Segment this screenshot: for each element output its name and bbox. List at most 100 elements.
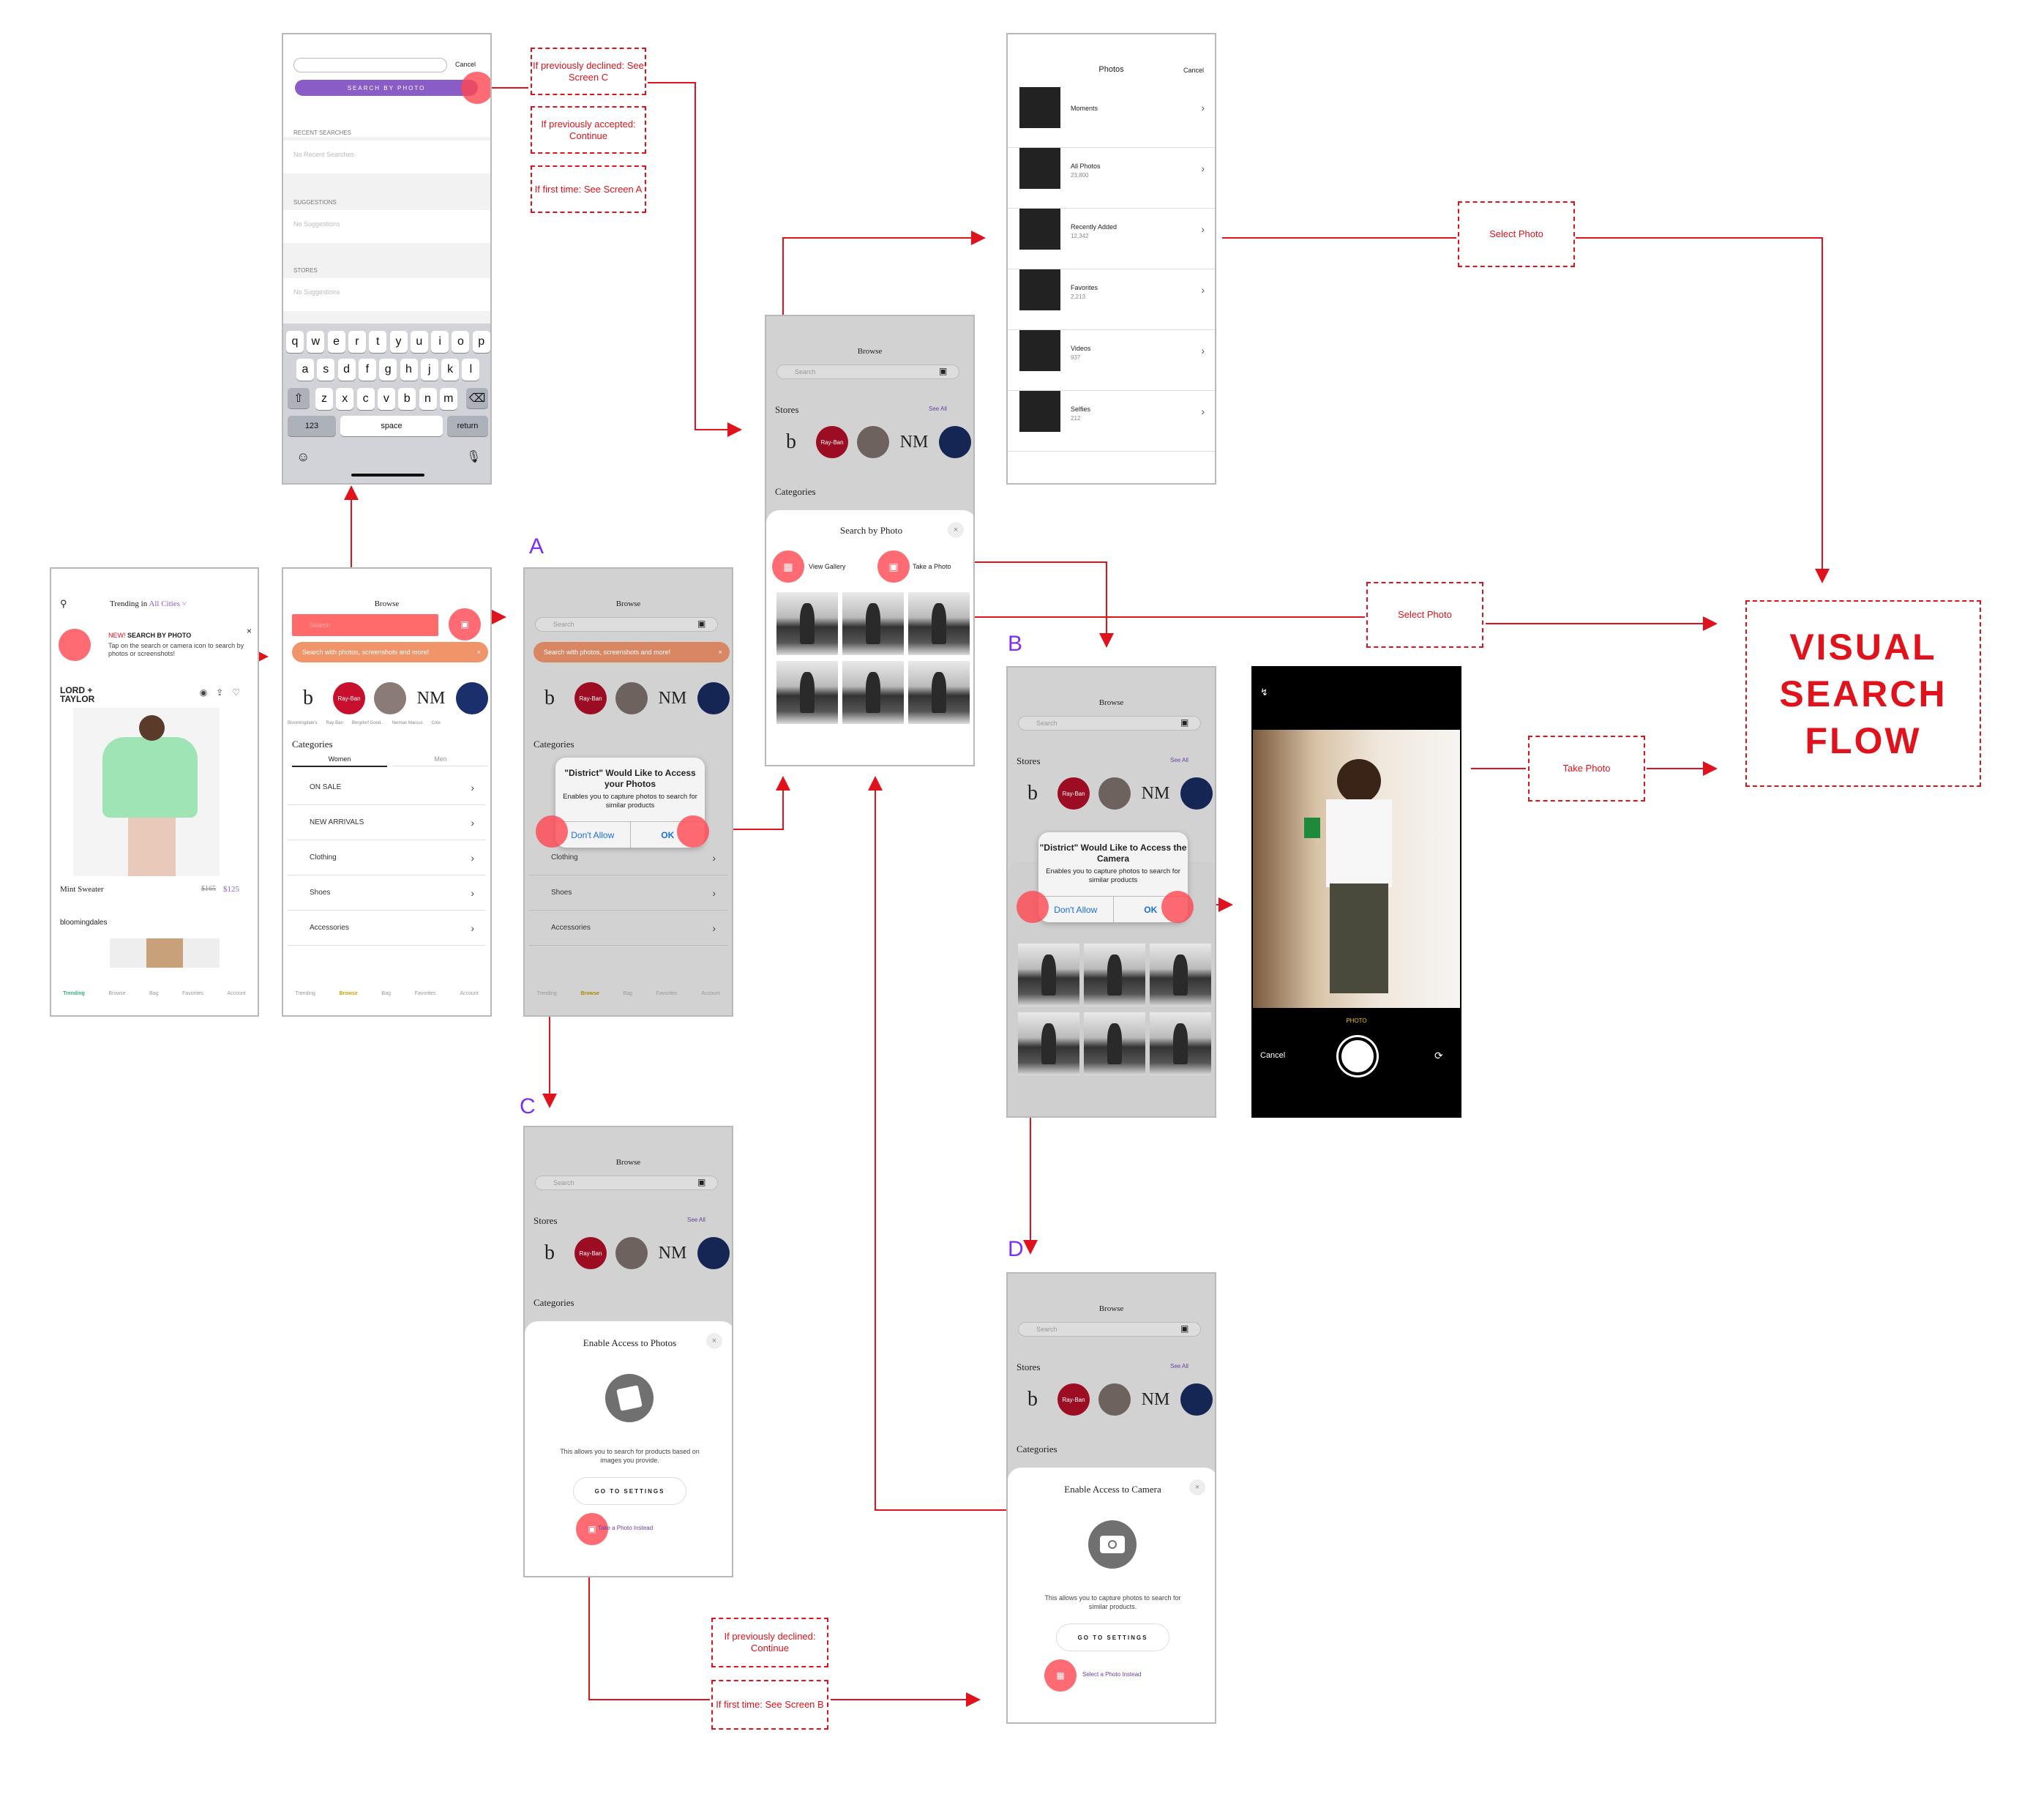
shutter-button[interactable] [1339, 1037, 1377, 1075]
tab-trending[interactable]: Trending [63, 990, 85, 996]
see-all-link[interactable]: See All [687, 1217, 705, 1223]
select-photo-instead-link[interactable]: Select a Photo Instead [1082, 1671, 1142, 1678]
gallery-thumbnail[interactable] [1150, 944, 1211, 1006]
tab-trending[interactable]: Trending [536, 990, 557, 996]
store-rayban[interactable]: Ray-Ban [1057, 777, 1090, 810]
tab-browse[interactable]: Browse [108, 990, 126, 996]
key-o[interactable]: o [452, 331, 470, 353]
store-neiman[interactable]: NM [1139, 1383, 1172, 1416]
heart-icon[interactable]: ♡ [232, 687, 249, 698]
tab-favorites[interactable]: Favorites [182, 990, 203, 996]
album-row[interactable]: Moments› [1008, 87, 1215, 148]
microphone-icon[interactable]: 🎙 [466, 451, 482, 463]
camera-icon[interactable]: ▣ [697, 1177, 706, 1187]
store-bloomingdales[interactable]: b [292, 682, 324, 714]
gallery-thumbnail[interactable] [908, 592, 970, 655]
store-bloomingdales[interactable]: b [775, 426, 807, 458]
store-rayban[interactable]: Ray-Ban [333, 682, 365, 714]
category-row[interactable]: Shoes› [529, 875, 727, 911]
key-r[interactable]: r [348, 331, 366, 353]
tab-bag[interactable]: Bag [149, 990, 159, 996]
tab-account[interactable]: Account [460, 990, 479, 996]
visual-search-icon[interactable]: ◉ [199, 687, 217, 698]
key-z[interactable]: z [315, 388, 333, 410]
flip-camera-icon[interactable]: ⟳ [1434, 1050, 1443, 1061]
emoji-icon[interactable]: ☺ [296, 449, 310, 464]
store-bergdorf[interactable] [1098, 1383, 1131, 1416]
camera-icon[interactable]: ▣ [449, 608, 481, 640]
category-row[interactable]: Clothing› [288, 840, 486, 875]
tab-browse[interactable]: Browse [580, 990, 599, 996]
search-input[interactable] [293, 58, 447, 72]
key-c[interactable]: c [356, 388, 375, 410]
tab-bag[interactable]: Bag [381, 990, 392, 996]
category-row[interactable]: Clothing› [529, 840, 727, 875]
close-icon[interactable]: × [476, 649, 481, 656]
tab-trending[interactable]: Trending [295, 990, 315, 996]
flash-off-icon[interactable]: ↯ [1260, 687, 1268, 698]
store-neiman[interactable]: NM [415, 682, 447, 714]
dont-allow-button[interactable]: Don't Allow [1038, 897, 1114, 922]
tab-bag[interactable]: Bag [623, 990, 633, 996]
return-key[interactable]: return [447, 416, 488, 436]
camera-icon[interactable]: ▣ [697, 619, 706, 629]
key-g[interactable]: g [379, 359, 397, 381]
category-row[interactable]: Accessories› [288, 911, 486, 946]
store-cole[interactable] [939, 426, 971, 458]
tab-women[interactable]: Women [292, 755, 387, 767]
go-to-settings-button[interactable]: GO TO SETTINGS [573, 1477, 686, 1505]
tab-favorites[interactable]: Favorites [414, 990, 436, 996]
gallery-thumbnail[interactable] [1084, 944, 1145, 1006]
key-w[interactable]: w [307, 331, 325, 353]
search-input[interactable]: Search [1018, 716, 1201, 731]
gallery-thumbnail[interactable] [842, 592, 904, 655]
store-cole[interactable] [697, 1237, 730, 1269]
store-bergdorf[interactable] [1098, 777, 1131, 810]
city-selector[interactable]: All Cities [149, 599, 180, 608]
close-icon[interactable]: × [1189, 1479, 1205, 1495]
category-row[interactable]: NEW ARRIVALS› [288, 805, 486, 840]
gallery-thumbnail[interactable] [776, 661, 838, 724]
camera-icon[interactable]: ▣ [1180, 717, 1189, 728]
gallery-thumbnail[interactable] [908, 661, 970, 724]
gallery-thumbnail[interactable] [1084, 1012, 1145, 1075]
close-icon[interactable]: × [706, 1333, 722, 1349]
store-rayban[interactable]: Ray-Ban [574, 682, 607, 714]
view-gallery-button[interactable]: View Gallery [809, 563, 846, 570]
gallery-icon[interactable]: ▦ [1044, 1659, 1077, 1692]
store-rayban[interactable]: Ray-Ban [574, 1237, 607, 1269]
key-v[interactable]: v [377, 388, 395, 410]
search-input[interactable]: Search [535, 617, 718, 632]
key-q[interactable]: q [286, 331, 304, 353]
key-x[interactable]: x [336, 388, 354, 410]
cancel-button[interactable]: Cancel [1183, 67, 1205, 74]
key-i[interactable]: i [431, 331, 449, 353]
search-input[interactable]: Search [1018, 1322, 1201, 1337]
search-icon[interactable]: ⚲ [60, 598, 67, 609]
category-row[interactable]: Shoes› [288, 875, 486, 911]
key-j[interactable]: j [420, 359, 438, 381]
key-f[interactable]: f [358, 359, 376, 381]
store-bloomingdales[interactable]: b [534, 1237, 566, 1269]
category-row[interactable]: Accessories› [529, 911, 727, 946]
see-all-link[interactable]: See All [1170, 1363, 1188, 1370]
see-all-link[interactable]: See All [1170, 757, 1188, 763]
close-icon[interactable]: × [246, 626, 252, 636]
key-m[interactable]: m [439, 388, 457, 410]
store-cole[interactable] [697, 682, 730, 714]
space-key[interactable]: space [340, 416, 443, 436]
gallery-thumbnail[interactable] [1018, 1012, 1079, 1075]
search-input[interactable]: Search [776, 365, 959, 379]
key-123[interactable]: 123 [288, 416, 336, 436]
gallery-icon[interactable]: ▦ [772, 550, 804, 583]
tab-browse[interactable]: Browse [339, 990, 358, 996]
product-image[interactable] [73, 708, 220, 876]
camera-icon[interactable]: ▣ [1180, 1323, 1189, 1334]
store-bloomingdales[interactable]: b [1017, 1383, 1049, 1416]
dont-allow-button[interactable]: Don't Allow [555, 822, 631, 848]
tab-men[interactable]: Men [393, 755, 488, 766]
brand-logo-lord-taylor[interactable]: LORD + TAYLOR [60, 685, 95, 704]
